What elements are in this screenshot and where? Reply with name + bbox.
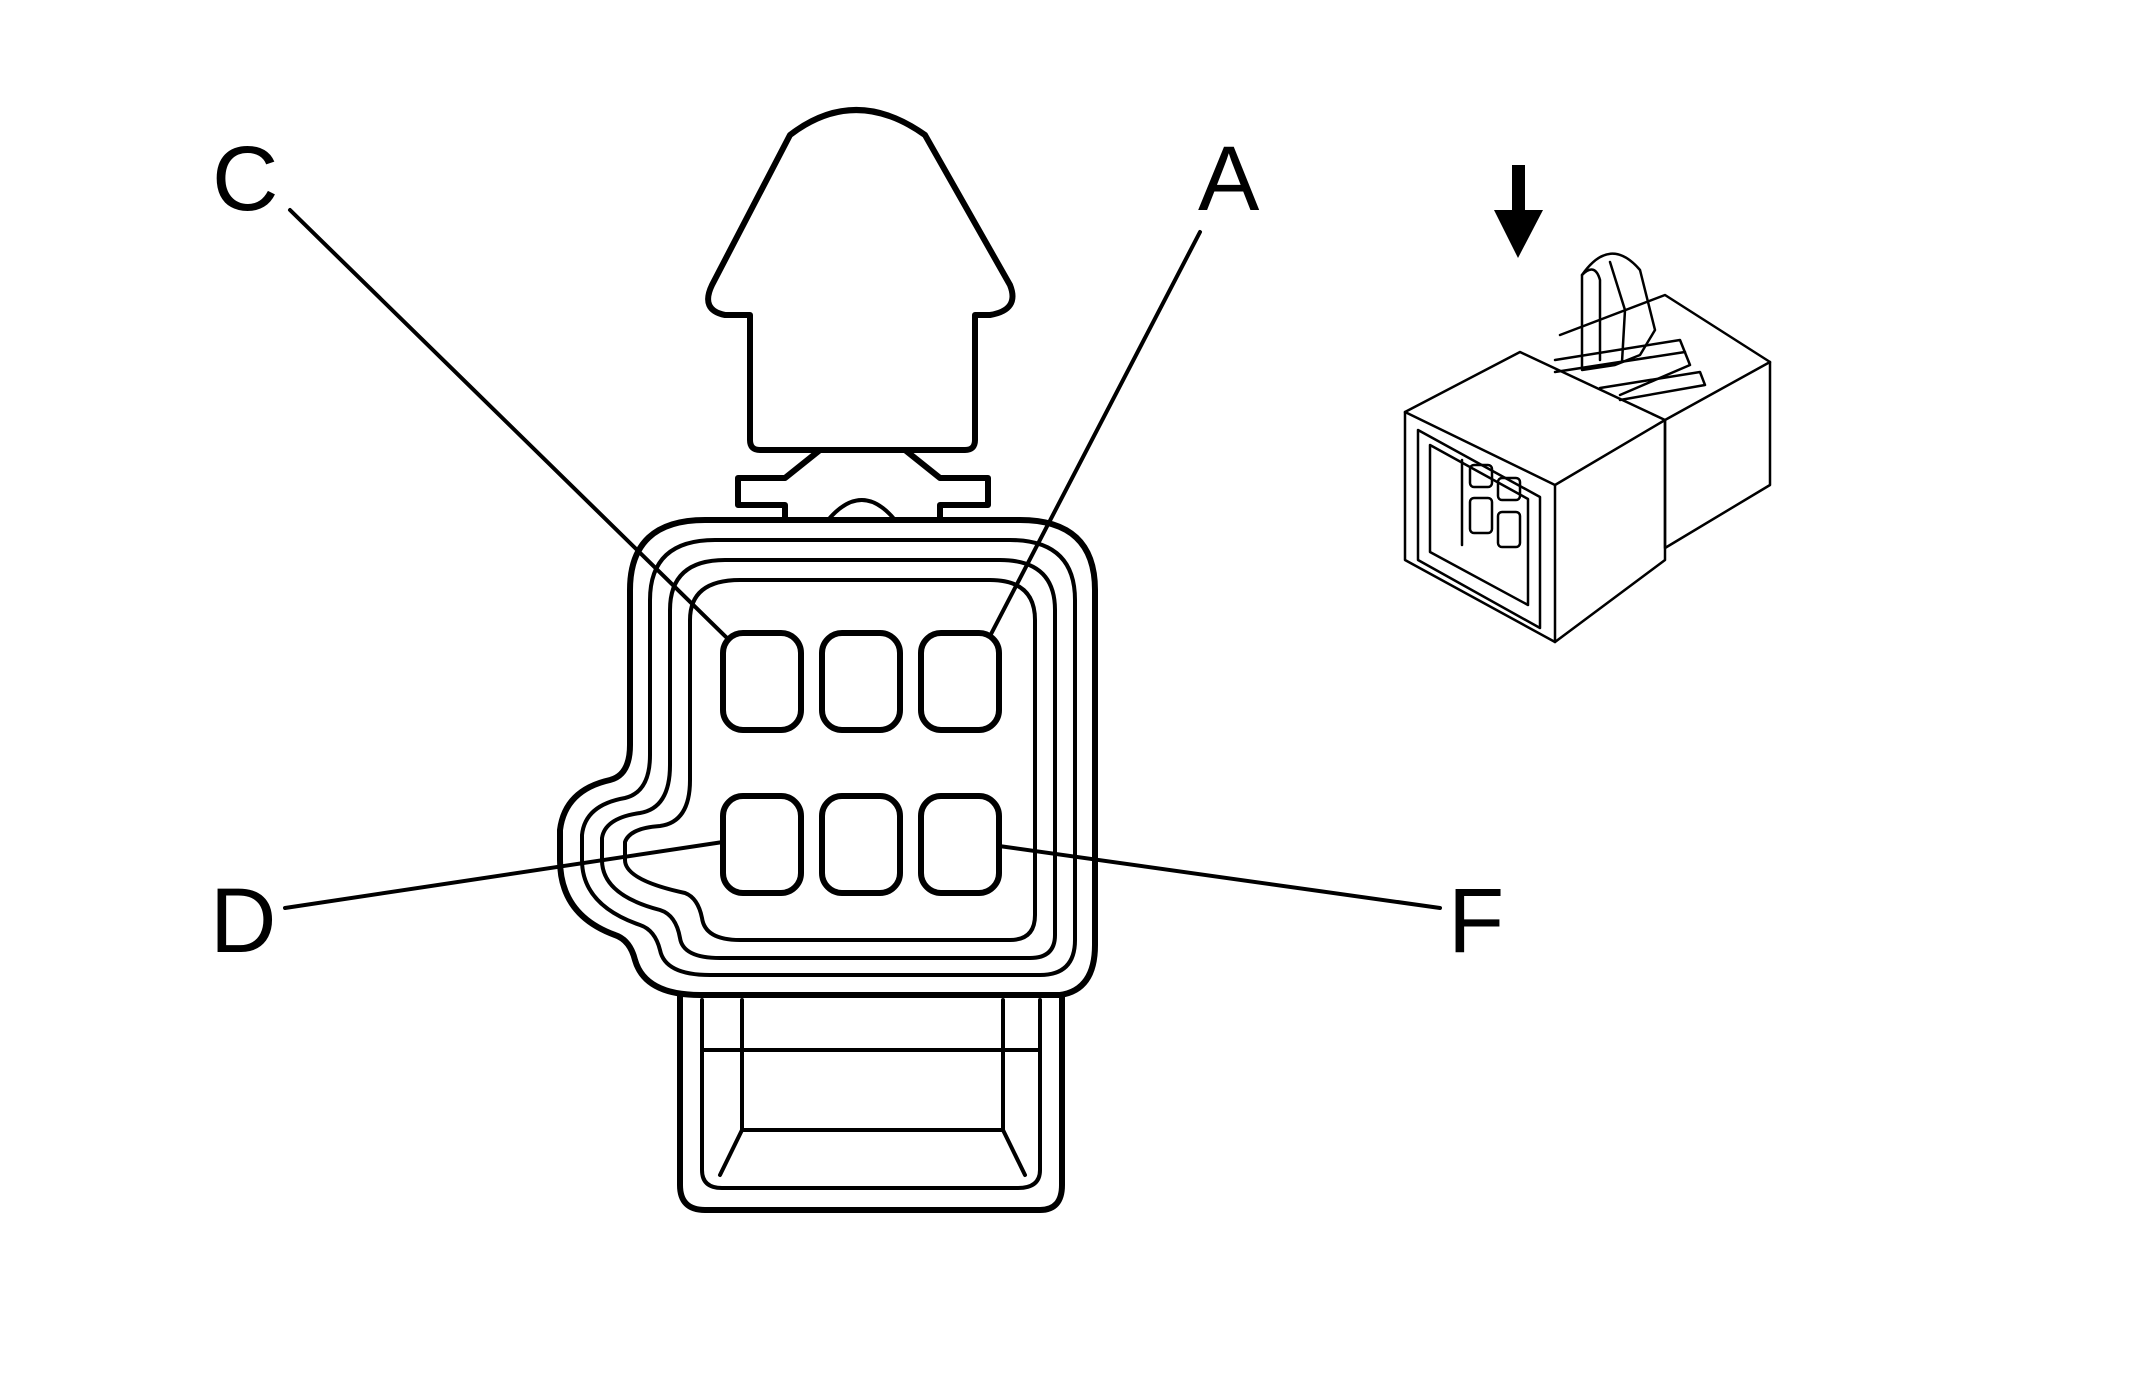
leader-c	[288, 208, 729, 640]
pin-label-c: C	[212, 128, 278, 230]
connector-3d-icon	[1403, 252, 1772, 644]
wire-exit-tab	[677, 992, 1065, 1213]
latch-bump	[826, 498, 897, 522]
housing-contour-3	[600, 558, 1057, 960]
pin-label-a: A	[1198, 128, 1260, 230]
pin-label-d: D	[210, 870, 276, 972]
pin-cavity-a	[918, 630, 1002, 733]
housing-outer	[557, 517, 1098, 998]
down-arrow-icon	[1494, 165, 1543, 258]
pin-cavity-c	[720, 630, 804, 733]
pin-cavity-d	[720, 793, 804, 896]
pin-cavity-b	[819, 630, 903, 733]
leader-a	[988, 230, 1202, 638]
housing-inner	[623, 578, 1037, 942]
pin-label-f: F	[1448, 870, 1504, 972]
pin-cavity-f	[918, 793, 1002, 896]
connector-face	[557, 107, 1098, 1213]
leader-f	[997, 844, 1442, 910]
leader-d	[283, 840, 725, 910]
latch-bar	[735, 447, 991, 523]
pin-cavity-e	[819, 793, 903, 896]
housing-contour-2	[580, 538, 1077, 977]
leader-lines	[283, 208, 1442, 910]
locking-tab	[705, 107, 1016, 453]
